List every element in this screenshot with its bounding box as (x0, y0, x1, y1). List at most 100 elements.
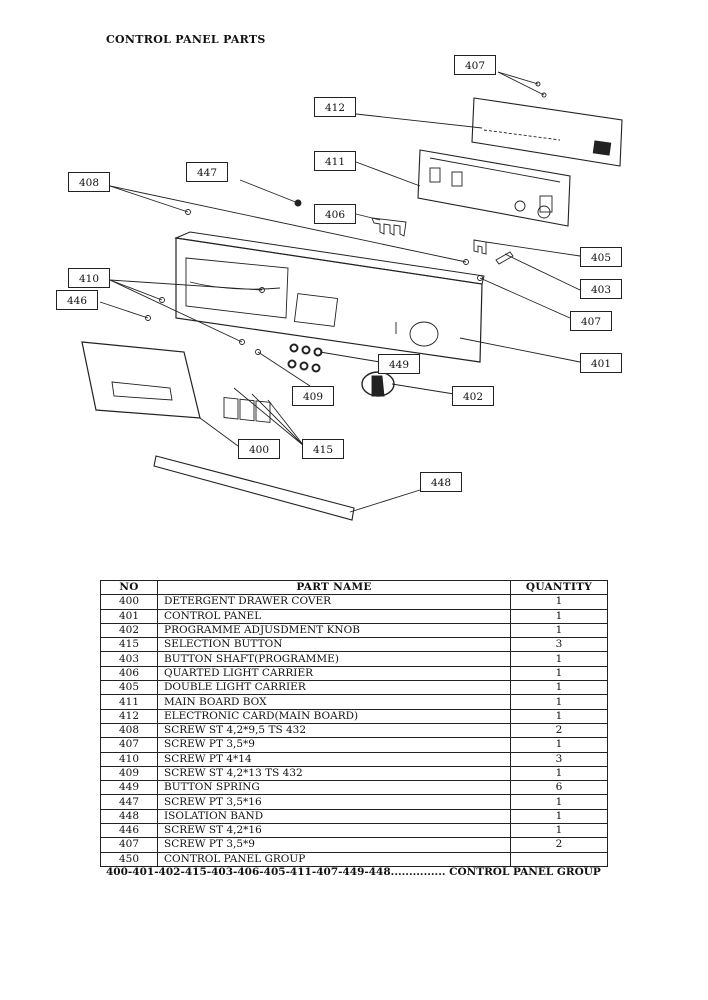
part-name-cell: SCREW PT 4*14 (157, 751, 511, 767)
main-board-box-shape (417, 149, 571, 227)
leader-407a (497, 71, 539, 85)
quantity-cell: 3 (510, 637, 608, 653)
quantity-cell: 2 (510, 722, 608, 739)
part-name-cell: SCREW ST 4,2*13 TS 432 (157, 765, 511, 782)
quantity-cell: 1 (510, 823, 608, 839)
part-name-cell: DOUBLE LIGHT CARRIER (157, 680, 511, 696)
control-panel-shape (175, 237, 483, 363)
leader-408 (109, 185, 189, 213)
header-quantity: QUANTITY (510, 579, 608, 596)
leader-409 (257, 351, 311, 387)
quantity-cell: 1 (510, 680, 608, 696)
part-name-cell: SCREW ST 4,2*16 (157, 823, 511, 839)
part-number-cell: 450 (100, 851, 158, 867)
part-number-cell: 407 (100, 737, 158, 753)
callout-449: 449 (378, 354, 420, 374)
knob-opening (409, 321, 439, 347)
selection-buttons (223, 397, 271, 423)
part-number-cell: 446 (100, 823, 158, 839)
light-carrier-405 (473, 239, 487, 255)
leader-411 (355, 161, 421, 187)
leader-415-3 (267, 399, 305, 447)
button-shaft-403 (495, 251, 514, 265)
callout-403: 403 (580, 279, 622, 299)
callout-415: 415 (302, 439, 344, 459)
part-name-cell: SCREW PT 3,5*16 (157, 794, 511, 810)
header-part-name: PART NAME (157, 579, 511, 596)
part-name-cell: ELECTRONIC CARD(MAIN BOARD) (157, 708, 511, 724)
quantity-cell (510, 851, 608, 867)
part-name-cell: CONTROL PANEL (157, 608, 511, 624)
part-number-cell: 401 (100, 608, 158, 624)
part-name-cell: ISOLATION BAND (157, 808, 511, 825)
part-number-cell: 410 (100, 751, 158, 767)
part-name-cell: SCREW PT 3,5*9 (157, 837, 511, 853)
quantity-cell: 6 (510, 780, 608, 796)
quantity-cell: 1 (510, 765, 608, 782)
callout-409: 409 (292, 386, 334, 406)
leader-407b (479, 277, 571, 319)
leader-406 (355, 213, 381, 221)
page-title: CONTROL PANEL PARTS (106, 33, 266, 46)
part-number-cell: 400 (100, 594, 158, 610)
part-name-cell: SELECTION BUTTON (157, 637, 511, 653)
quantity-cell: 1 (510, 651, 608, 667)
isolation-band-shape (153, 455, 355, 521)
callout-412: 412 (314, 97, 356, 117)
part-number-cell: 447 (100, 794, 158, 810)
callout-446: 446 (56, 290, 98, 310)
part-number-cell: 415 (100, 637, 158, 653)
leader-403 (504, 253, 581, 291)
light-carrier-406 (371, 217, 407, 237)
leader-448 (349, 489, 421, 513)
leader-449 (319, 351, 381, 363)
part-number-cell: 407 (100, 837, 158, 853)
part-name-cell: DETERGENT DRAWER COVER (157, 594, 511, 610)
part-name-cell: CONTROL PANEL GROUP (157, 851, 511, 867)
callout-407-top: 407 (454, 55, 496, 75)
quantity-cell: 1 (510, 594, 608, 610)
quantity-cell: 2 (510, 837, 608, 853)
callout-407-right: 407 (570, 311, 612, 331)
callout-410: 410 (68, 268, 110, 288)
part-number-cell: 403 (100, 651, 158, 667)
part-name-cell: QUARTED LIGHT CARRIER (157, 665, 511, 682)
leader-447 (239, 179, 299, 204)
callout-411: 411 (314, 151, 356, 171)
callout-447: 447 (186, 162, 228, 182)
leader-415-2 (251, 393, 305, 447)
leader-405 (485, 241, 581, 257)
part-number-cell: 406 (100, 665, 158, 682)
header-no: NO (100, 579, 158, 596)
callout-401: 401 (580, 353, 622, 373)
part-number-cell: 405 (100, 680, 158, 696)
leader-401 (459, 337, 581, 363)
quantity-cell: 1 (510, 808, 608, 825)
button-springs (287, 343, 323, 373)
drawer-cover-shape (81, 341, 201, 419)
leader-446 (99, 301, 149, 319)
quantity-cell: 1 (510, 708, 608, 724)
callout-448: 448 (420, 472, 462, 492)
quantity-cell: 1 (510, 622, 608, 639)
part-number-cell: 402 (100, 622, 158, 639)
